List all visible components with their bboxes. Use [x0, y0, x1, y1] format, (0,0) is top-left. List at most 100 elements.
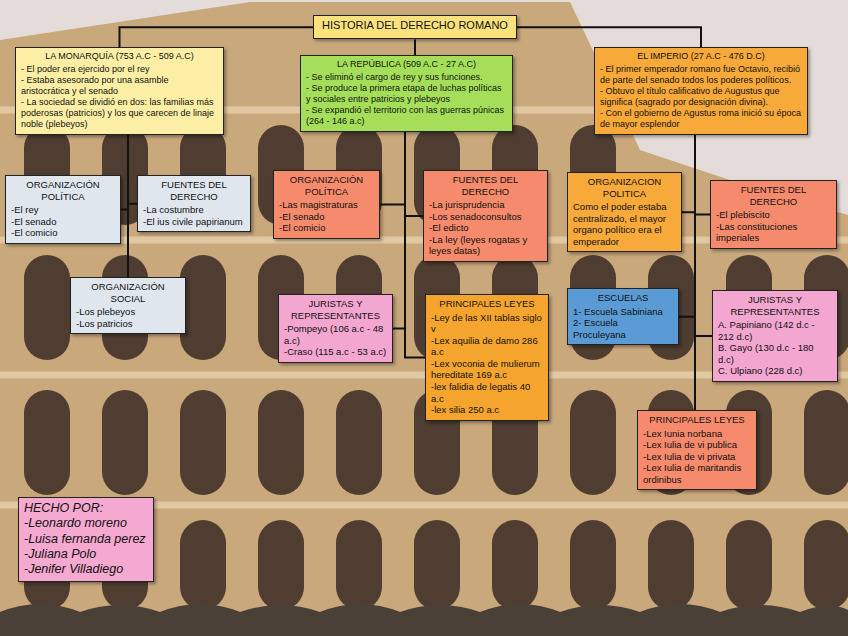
cornice-bands	[0, 110, 848, 505]
topic-box: ORGANIZACIÓN POLÍTICA -El rey-El senado-E…	[5, 175, 121, 244]
box-item: -Lex aquilia de damo 286 a.c	[431, 335, 543, 358]
topic-box: PRINCIPALES LEYES -Ley de las XII tablas …	[425, 294, 549, 421]
arch-opening	[726, 520, 772, 610]
connector-line	[414, 39, 416, 55]
arch-opening	[570, 520, 616, 610]
box-item: -Lex Iulia de maritandis ordinibus	[643, 462, 751, 485]
box-heading: ORGANIZACIÓN POLÍTICA	[279, 174, 374, 197]
box-heading: JURISTAS Y REPRESENTANTES	[284, 298, 387, 321]
box-item: -lex falidia de legatis 40 a.c	[431, 381, 543, 404]
topic-box: ORGANIZACIÓN POLÍTICA -Las magistraturas-…	[273, 170, 380, 239]
box-item: -Lex Iulia de vi publica	[643, 439, 751, 451]
box-item: -Craso (115 a.c - 53 a.c)	[284, 346, 387, 358]
box-heading: EL IMPERIO (27 A.C - 476 D.C)	[600, 51, 802, 62]
box-item: -Jenifer Villadiego	[24, 562, 148, 577]
arch-opening	[180, 255, 226, 360]
box-heading: ORGANIZACIÓN POLÍTICA	[11, 179, 115, 202]
box-heading: FUENTES DEL DERECHO	[143, 179, 245, 202]
connector-line	[120, 27, 314, 47]
crowd	[0, 604, 848, 636]
arch-opening	[102, 390, 148, 495]
box-item: -Los patricios	[76, 318, 180, 330]
box-item: -lex silia 250 a.c	[431, 404, 543, 416]
box-item: -Leonardo moreno	[24, 516, 148, 531]
connector-line	[128, 135, 137, 204]
box-heading: FUENTES DEL DERECHO	[716, 184, 831, 207]
box-item: -Ley de las XII tablas siglo v	[431, 312, 543, 335]
box-heading: PRINCIPALES LEYES	[643, 414, 751, 426]
topic-box: PRINCIPALES LEYES-Lex Iunia norbana-Lex …	[637, 410, 757, 490]
box-item: -Las constituciones imperiales	[716, 221, 831, 244]
box-item: -El ius civile papirianum	[143, 216, 245, 228]
box-heading: LA REPÚBLICA (509 A.C - 27 A.C)	[306, 59, 507, 70]
connector-line	[121, 135, 128, 210]
box-item: -Lex Iulia de vi privata	[643, 451, 751, 463]
arch-opening	[180, 390, 226, 495]
arch-opening	[804, 390, 848, 495]
connector-line	[694, 135, 696, 410]
connector-line	[695, 135, 710, 215]
box-item: - La sociedad se dividió en dos: las fam…	[21, 97, 218, 130]
topic-box: FUENTES DEL DERECHO -La jurisprudencia-Lo…	[423, 170, 548, 262]
arch-opening	[648, 520, 694, 610]
box-item: A. Papiniano (142 d.c - 212 d.c)	[718, 319, 832, 342]
box-item: -El comicio	[11, 227, 115, 239]
period-box: LA MONARQUÍA (753 A.C - 509 A.C) - El pod…	[15, 47, 224, 135]
arch-opening	[24, 255, 70, 360]
connector-line	[682, 135, 695, 212]
connector-line	[127, 135, 129, 277]
box-item: -Los senadoconsultos	[429, 211, 542, 223]
box-item: - Obtuvo el título calificativo de Augus…	[600, 86, 802, 108]
box-item: - Con el gobierno de Agustus roma inició…	[600, 108, 802, 130]
box-item: -Juliana Polo	[24, 547, 148, 562]
box-item: B. Gayo (130 d.c - 180 d.c)	[718, 342, 832, 365]
box-item: -El senado	[11, 216, 115, 228]
box-item: - Se expandió el territorio con las guer…	[306, 105, 507, 127]
box-item: - El poder era ejercido por el rey	[21, 64, 218, 75]
arch-opening	[336, 520, 382, 610]
box-item: -El rey	[11, 204, 115, 216]
box-item: -Lex Iunia norbana	[643, 428, 751, 440]
connector-line	[405, 132, 423, 216]
box-item: -Los plebeyos	[76, 306, 180, 318]
box-heading: JURISTAS Y REPRESENTANTES	[718, 294, 832, 317]
topic-box: JURISTAS Y REPRESENTANTESA. Papiniano (1…	[712, 290, 838, 382]
box-heading: FUENTES DEL DERECHO	[429, 174, 542, 197]
box-heading: ORGANIZACIÓN SOCIAL	[76, 281, 180, 304]
box-item: -Las magistraturas	[279, 199, 374, 211]
arch-opening	[336, 390, 382, 495]
topic-box: FUENTES DEL DERECHO -La costumbre-El ius …	[137, 175, 251, 232]
box-item: HECHO POR:	[24, 501, 148, 516]
connector-line	[380, 132, 405, 205]
arch-opening	[804, 520, 848, 610]
box-item: -Pompeyo (106 a.c - 48 a.c)	[284, 323, 387, 346]
topic-box: ORGANIZACION POLITICAComo el poder estab…	[567, 172, 682, 252]
topic-box: JURISTAS Y REPRESENTANTES-Pompeyo (106 a…	[278, 294, 393, 363]
box-item: -La costumbre	[143, 204, 245, 216]
topic-box: ESCUELAS1- Escuela Sabiniana2- Escuela P…	[567, 288, 679, 345]
title-box: HISTORIA DEL DERECHO ROMANO	[313, 15, 517, 39]
box-item: -La ley (leyes rogatas y leyes datas)	[429, 234, 542, 257]
box-item: -La jurisprudencia	[429, 199, 542, 211]
connector-line	[405, 132, 425, 358]
arch-opening	[258, 520, 304, 610]
box-heading: ESCUELAS	[573, 292, 673, 304]
box-heading: LA MONARQUÍA (753 A.C - 509 A.C)	[21, 51, 218, 62]
topic-box: ORGANIZACIÓN SOCIAL -Los plebeyos-Los pat…	[70, 277, 186, 334]
box-item: -El plebiscito	[716, 209, 831, 221]
arch-opening	[24, 390, 70, 495]
box-heading: PRINCIPALES LEYES	[431, 298, 543, 310]
box-item: - Estaba asesorado por una asamble arist…	[21, 75, 218, 97]
arch-opening	[180, 520, 226, 610]
box-item: -El edicto	[429, 222, 542, 234]
box-item: C. Ulpiano (228 d.c)	[718, 365, 832, 377]
arch-opening	[414, 520, 460, 610]
box-item: 1- Escuela Sabiniana	[573, 306, 673, 318]
arch-opening	[570, 390, 616, 495]
connector-line	[517, 27, 701, 47]
box-item: -El senado	[279, 211, 374, 223]
box-item: -Luisa fernanda perez	[24, 532, 148, 547]
arch-opening	[492, 520, 538, 610]
